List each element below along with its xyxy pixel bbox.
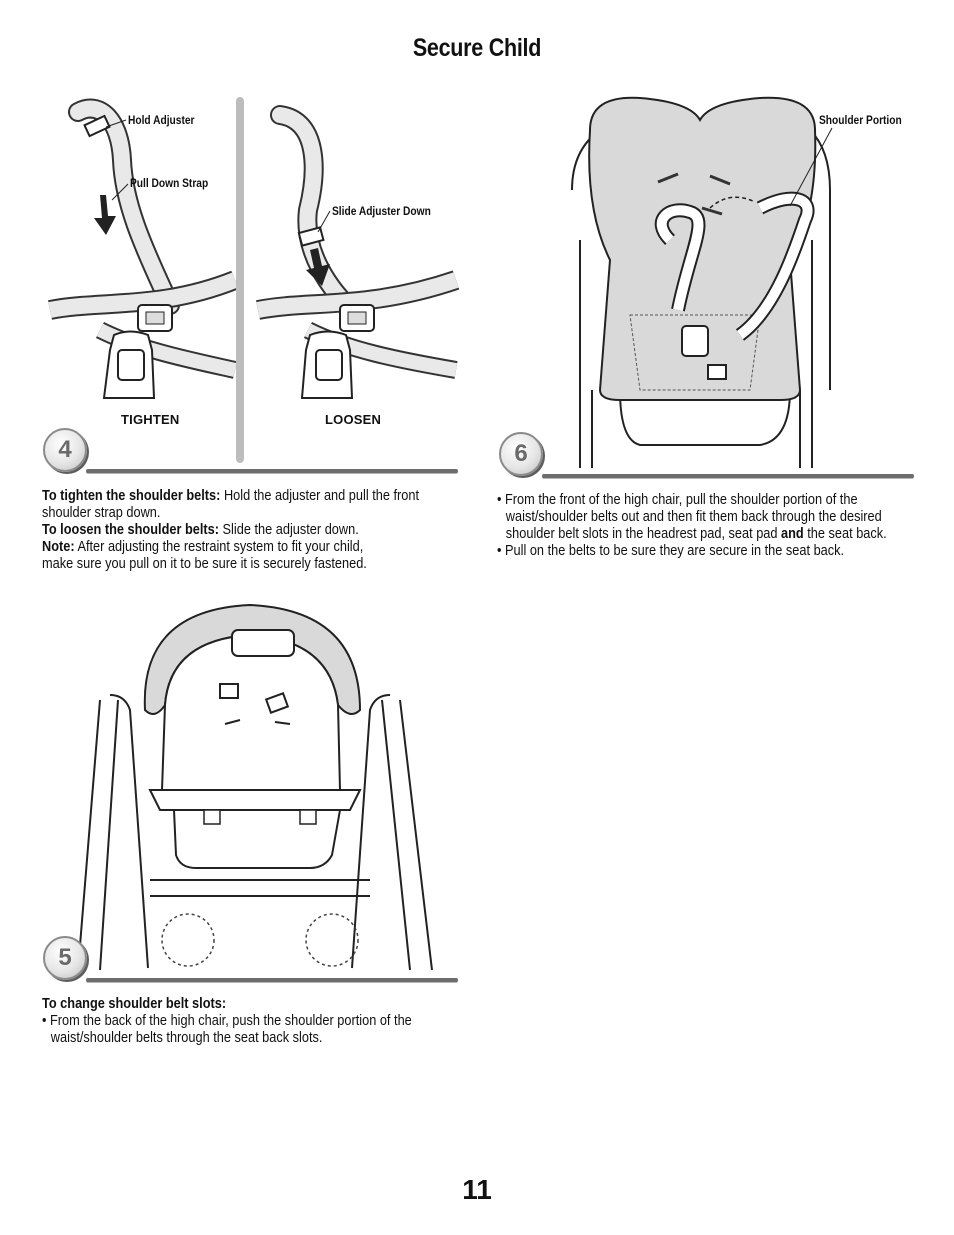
- step4-rule: [86, 469, 458, 473]
- step6-illustration: [571, 96, 831, 468]
- step4-tighten-illustration: [48, 98, 239, 399]
- step6-bullet-1b: the seat back.: [803, 526, 887, 542]
- page-title: Secure Child: [412, 34, 542, 62]
- step5-bullet-1: • From the back of the high chair, push …: [42, 1013, 412, 1046]
- step-6-badge: 6: [499, 432, 543, 476]
- step4-instructions: To tighten the shoulder belts: Hold the …: [42, 488, 456, 573]
- note-label: Note:: [42, 539, 75, 555]
- step6-rule: [542, 474, 914, 478]
- caption-tighten: TIGHTEN: [121, 412, 180, 427]
- step4-loosen-illustration: [256, 105, 460, 399]
- step6-bullet-2: • Pull on the belts to be sure they are …: [497, 543, 845, 559]
- step5-rule: [86, 978, 458, 982]
- page-number: 11: [462, 1174, 492, 1205]
- step-4-badge: 4: [43, 428, 87, 472]
- step4-divider: [236, 97, 244, 463]
- callout-pull-down-strap: Pull Down Strap: [130, 176, 209, 190]
- note-body-1: After adjusting the restraint system to …: [74, 539, 364, 555]
- step6-bullet-1-bold: and: [781, 526, 804, 542]
- tighten-body: Hold the adjuster and pull the front sho…: [42, 488, 420, 521]
- callout-shoulder-portion: Shoulder Portion: [819, 113, 902, 127]
- note-body-2: make sure you pull on it to be sure it i…: [42, 556, 367, 572]
- caption-loosen: LOOSEN: [325, 412, 382, 427]
- callout-leader-step6: [789, 127, 833, 207]
- step6-bullet-1a: • From the front of the high chair, pull…: [497, 492, 882, 542]
- callout-hold-adjuster: Hold Adjuster: [128, 113, 195, 127]
- callout-leaders-step4: [105, 119, 331, 233]
- tighten-label: To tighten the shoulder belts:: [42, 488, 221, 504]
- loosen-body: Slide the adjuster down.: [219, 522, 359, 538]
- step5-illustration: [77, 603, 433, 971]
- step-5-badge: 5: [43, 936, 87, 980]
- step5-instructions: To change shoulder belt slots: • From th…: [42, 996, 456, 1047]
- step6-instructions: • From the front of the high chair, pull…: [497, 492, 911, 560]
- loosen-label: To loosen the shoulder belts:: [42, 522, 220, 538]
- callout-slide-adjuster-down: Slide Adjuster Down: [332, 204, 431, 218]
- step5-heading: To change shoulder belt slots:: [42, 996, 227, 1012]
